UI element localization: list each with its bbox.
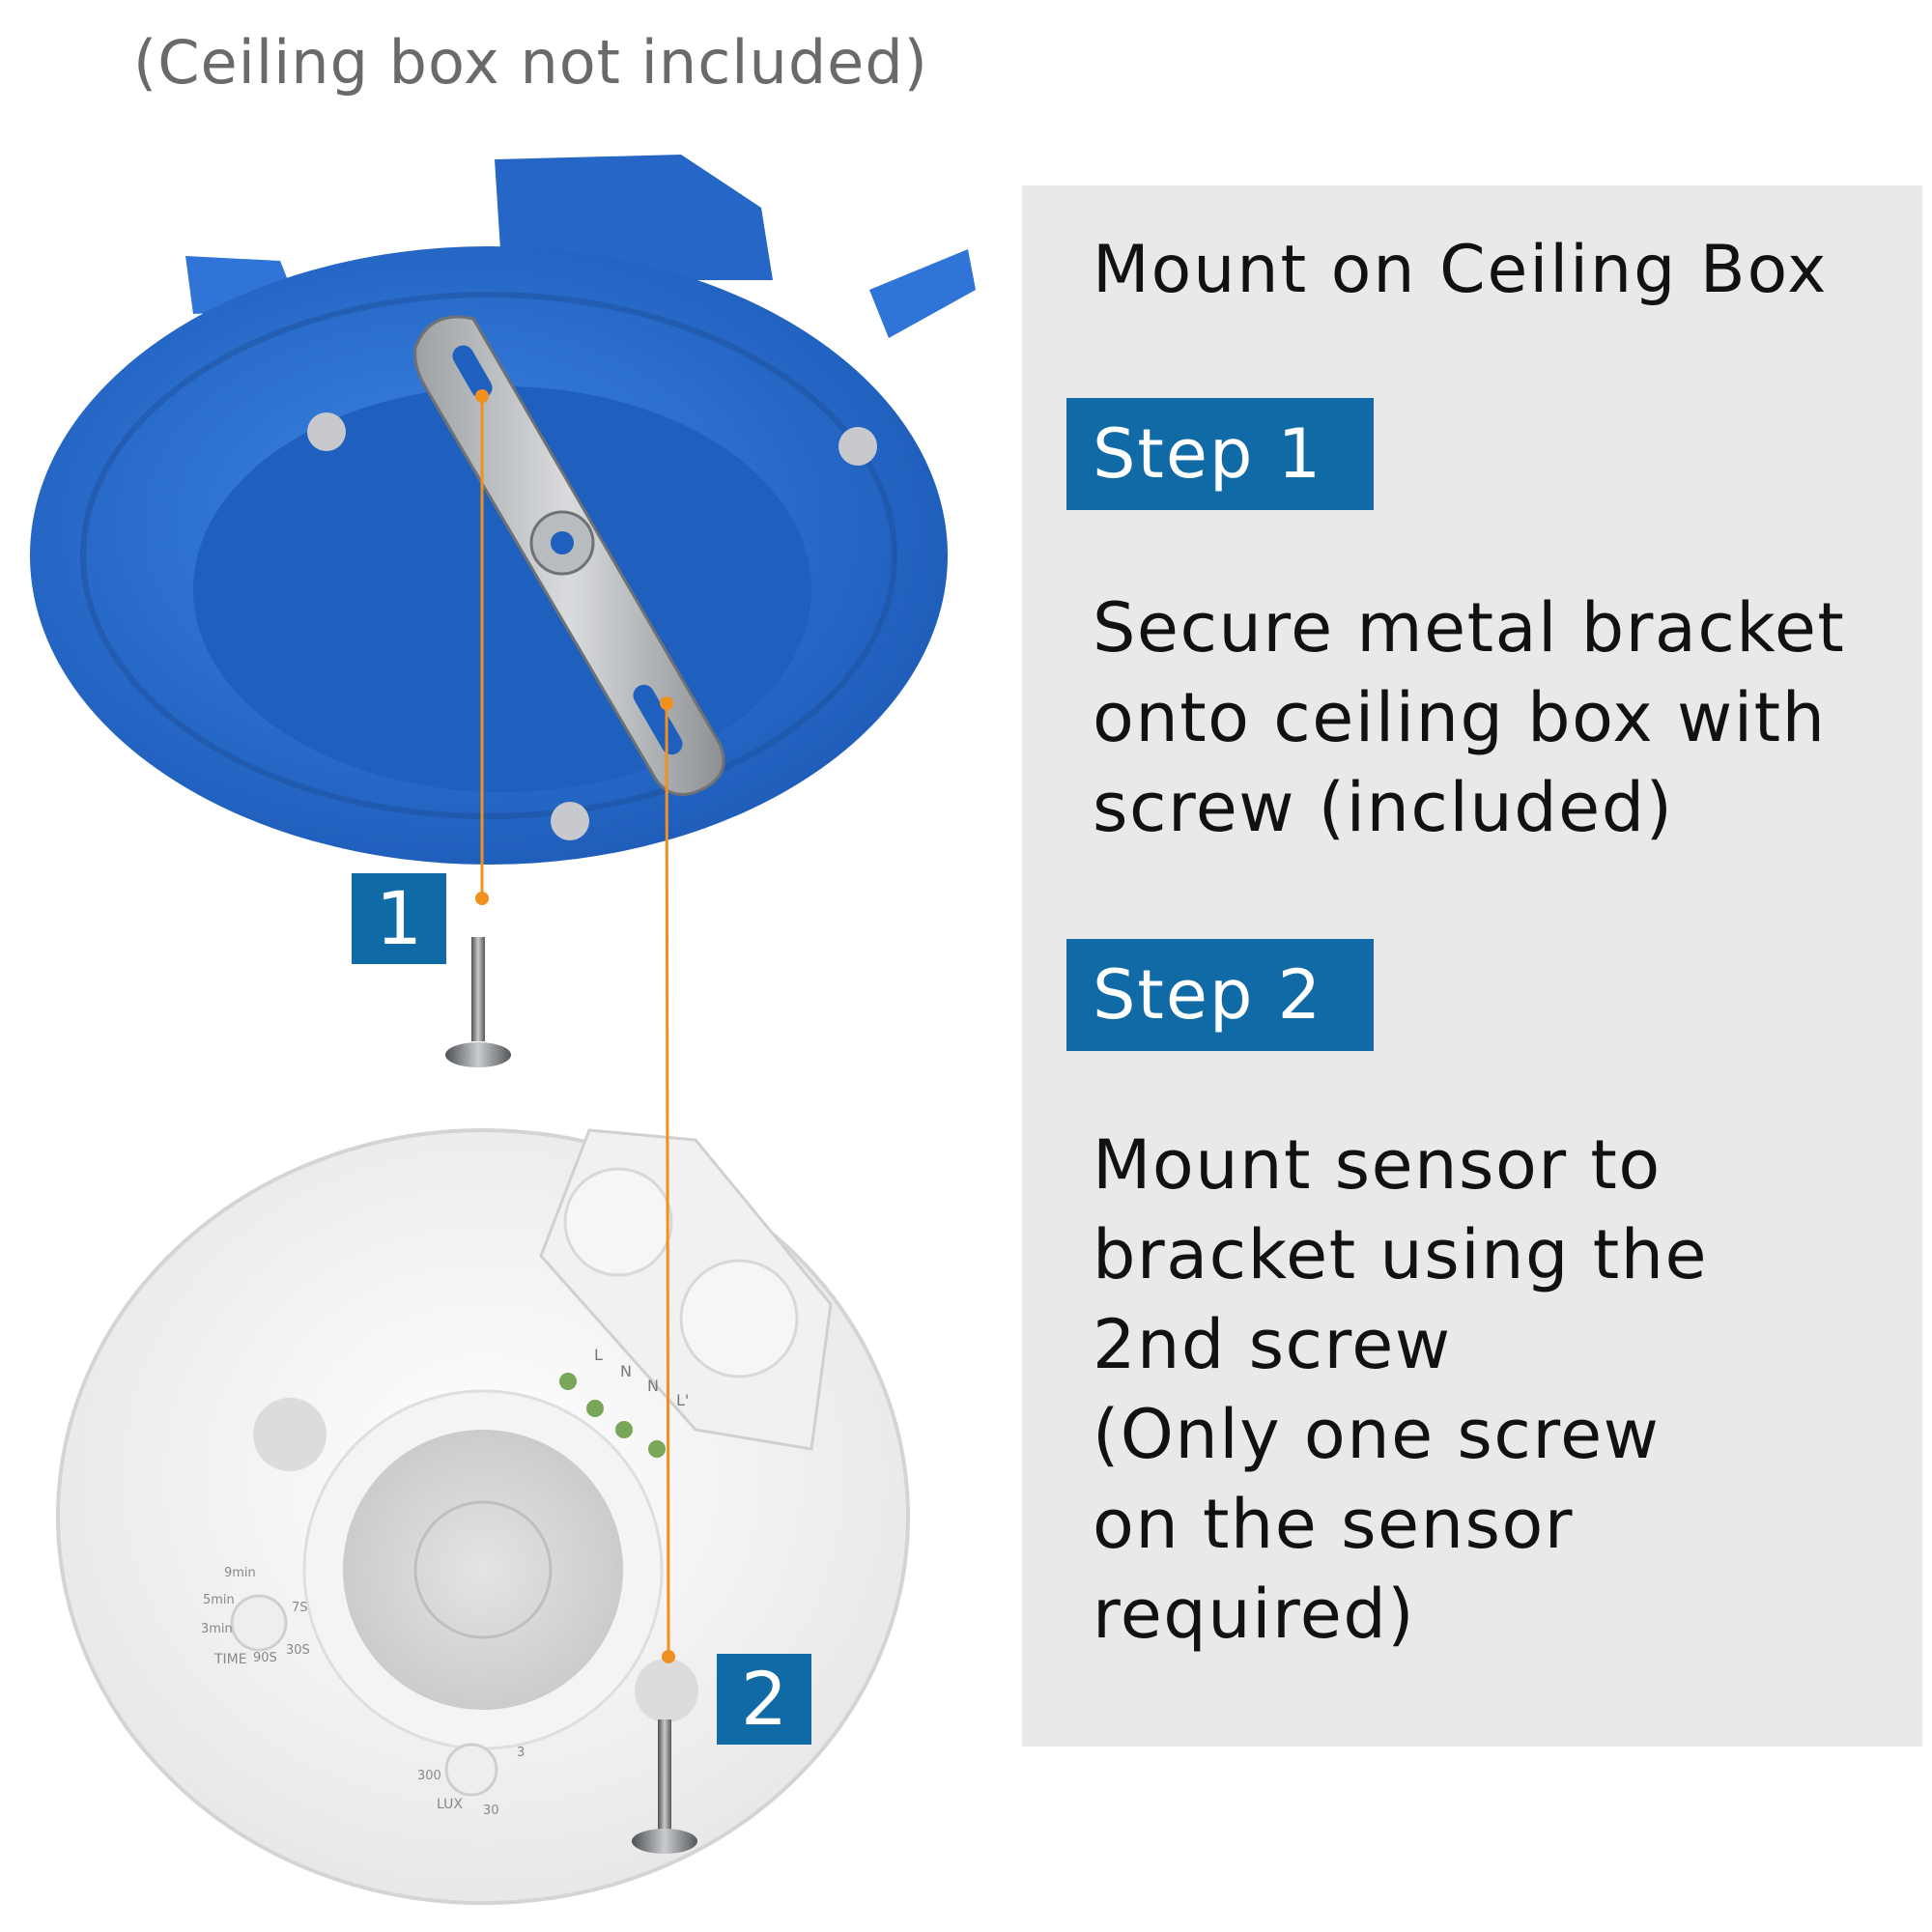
metal-bracket — [413, 315, 725, 796]
terminal-n-label: N — [620, 1362, 632, 1380]
step-two-badge: Step 2 — [1066, 939, 1374, 1051]
lux-3-label: 3 — [517, 1746, 525, 1760]
lux-300-label: 300 — [417, 1769, 441, 1783]
instructions-panel: Mount on Ceiling Box Step 1 Secure metal… — [1022, 185, 1922, 1747]
panel-title: Mount on Ceiling Box — [1093, 232, 1829, 308]
leader-lines — [475, 389, 675, 1663]
lux-30-label: 30 — [483, 1804, 499, 1818]
time-3min-label: 3min — [201, 1622, 233, 1636]
step-one-text: Secure metal bracket onto ceiling box wi… — [1093, 588, 1846, 847]
screw-one — [445, 937, 511, 1067]
motion-sensor-base: L N N L' 9min 5min 3min 7S 30S 90S TIME … — [56, 1128, 910, 1905]
lux-label: LUX — [437, 1797, 463, 1812]
installation-illustration: L N N L' 9min 5min 3min 7S 30S 90S TIME … — [30, 155, 976, 1905]
callout-step-one: 1 — [352, 873, 446, 964]
time-90s-label: 90S — [253, 1651, 277, 1665]
terminal-n2-label: N — [647, 1377, 659, 1395]
time-9min-label: 9min — [224, 1566, 256, 1580]
time-5min-label: 5min — [203, 1593, 235, 1607]
time-30s-label: 30S — [286, 1643, 310, 1658]
step-one-badge: Step 1 — [1066, 398, 1374, 510]
time-7s-label: 7S — [292, 1601, 308, 1615]
ceiling-box-note: (Ceiling box not included) — [133, 27, 928, 98]
callout-step-two: 2 — [717, 1654, 811, 1745]
step-two-text: Mount sensor to bracket using the 2nd sc… — [1093, 1125, 1709, 1654]
time-label: TIME — [213, 1652, 247, 1667]
terminal-l-label: L — [594, 1346, 603, 1364]
screw-two — [632, 1719, 697, 1854]
terminal-l2-label: L' — [676, 1391, 689, 1409]
